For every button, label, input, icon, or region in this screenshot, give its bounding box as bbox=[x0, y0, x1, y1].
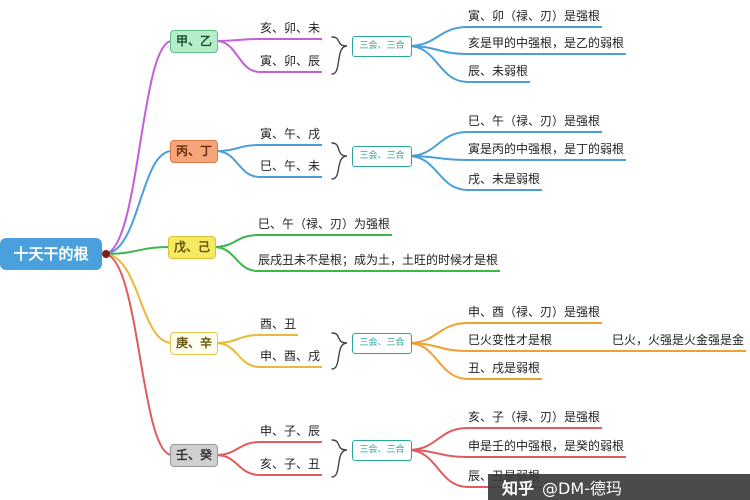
edge-box1-result1 bbox=[407, 26, 469, 47]
edge-box4-result3 bbox=[407, 342, 469, 380]
result-item[interactable]: 戌、未是弱根 bbox=[466, 171, 543, 191]
edge-branch5-child1 bbox=[215, 441, 261, 456]
zhihu-logo: 知乎 bbox=[502, 479, 535, 498]
branch-label-bing-ding[interactable]: 丙、丁 bbox=[170, 140, 218, 163]
child-item[interactable]: 寅、午、戌 bbox=[258, 126, 323, 146]
child-item[interactable]: 巳、午、未 bbox=[258, 158, 323, 178]
result-item[interactable]: 亥是甲的中强根，是乙的弱根 bbox=[466, 35, 627, 55]
branch-label-wu-ji[interactable]: 戊、己 bbox=[168, 236, 216, 259]
edge-box5-result3 bbox=[407, 449, 469, 488]
edge-branch1-child1 bbox=[215, 38, 261, 42]
group-box-sanhui-sanhe[interactable]: 三会、三合 bbox=[352, 333, 412, 354]
edge-branch2-child1 bbox=[215, 144, 261, 152]
edge-branch5-child2 bbox=[215, 454, 261, 476]
result-item[interactable]: 寅是丙的中强根，是丁的弱根 bbox=[466, 141, 627, 161]
child-item[interactable]: 申、子、辰 bbox=[258, 423, 323, 443]
result-item[interactable]: 巳、午（禄、刃）是强根 bbox=[466, 113, 603, 133]
group-box-sanhui-sanhe[interactable]: 三会、三合 bbox=[352, 36, 412, 57]
brace-branch2 bbox=[331, 142, 348, 180]
child-item[interactable]: 寅、卯、辰 bbox=[258, 53, 323, 73]
result-item[interactable]: 辰、未弱根 bbox=[466, 63, 531, 83]
edge-box2-result3 bbox=[407, 155, 469, 191]
result-item[interactable]: 申、酉（禄、刃）是强根 bbox=[466, 304, 603, 324]
child-item[interactable]: 申、酉、戌 bbox=[258, 348, 323, 368]
root-junction-dot bbox=[102, 250, 110, 258]
edge-branch4-child2 bbox=[215, 342, 261, 368]
root-node[interactable]: 十天干的根 bbox=[0, 238, 102, 270]
result-item[interactable]: 寅、卯（禄、刃）是强根 bbox=[466, 8, 603, 28]
brace-branch4 bbox=[331, 332, 348, 370]
branch-label-geng-xin[interactable]: 庚、辛 bbox=[170, 332, 218, 355]
result-item[interactable]: 申是壬的中强根，是癸的弱根 bbox=[466, 438, 627, 458]
group-box-sanhui-sanhe[interactable]: 三会、三合 bbox=[352, 146, 412, 167]
extra-note-item[interactable]: 巳火，火强是火金强是金 bbox=[610, 332, 747, 352]
child-item[interactable]: 巳、午（禄、刃）为强根 bbox=[256, 216, 393, 236]
child-item[interactable]: 亥、卯、未 bbox=[258, 20, 323, 40]
edge-branch1-child2 bbox=[215, 40, 261, 73]
edge-root-branch2 bbox=[103, 150, 173, 255]
branch-label-jia-yi[interactable]: 甲、乙 bbox=[170, 30, 218, 53]
edge-box5-result1 bbox=[407, 427, 469, 451]
group-box-sanhui-sanhe[interactable]: 三会、三合 bbox=[352, 440, 412, 461]
result-item[interactable]: 丑、戌是弱根 bbox=[466, 360, 543, 380]
edge-branch3-child1 bbox=[213, 234, 259, 248]
child-item[interactable]: 亥、子、丑 bbox=[258, 456, 323, 476]
watermark-author: @DM-德玛 bbox=[542, 479, 622, 498]
result-item[interactable]: 巳火变性才是根 bbox=[466, 332, 555, 352]
edge-box2-result1 bbox=[407, 131, 469, 157]
result-item[interactable]: 亥、子（禄、刃）是强根 bbox=[466, 409, 603, 429]
edge-branch2-child2 bbox=[215, 150, 261, 178]
branch-label-ren-gui[interactable]: 壬、癸 bbox=[170, 444, 218, 467]
edge-root-branch5 bbox=[103, 253, 173, 456]
brace-branch1 bbox=[331, 36, 348, 75]
edge-root-branch4 bbox=[103, 253, 173, 344]
brace-branch5 bbox=[331, 439, 348, 478]
edge-box1-result3 bbox=[407, 45, 469, 83]
edge-root-branch1 bbox=[103, 40, 173, 255]
edge-branch4-child1 bbox=[215, 334, 261, 344]
edge-root-branch3 bbox=[103, 246, 171, 255]
edge-box4-result1 bbox=[407, 322, 469, 344]
edge-branch3-child2 bbox=[213, 246, 259, 272]
child-item[interactable]: 辰戌丑未不是根；成为土，土旺的时候才是根 bbox=[256, 252, 501, 272]
child-item[interactable]: 酉、丑 bbox=[258, 316, 299, 336]
watermark-bar: 知乎 @DM-德玛 bbox=[488, 474, 750, 500]
